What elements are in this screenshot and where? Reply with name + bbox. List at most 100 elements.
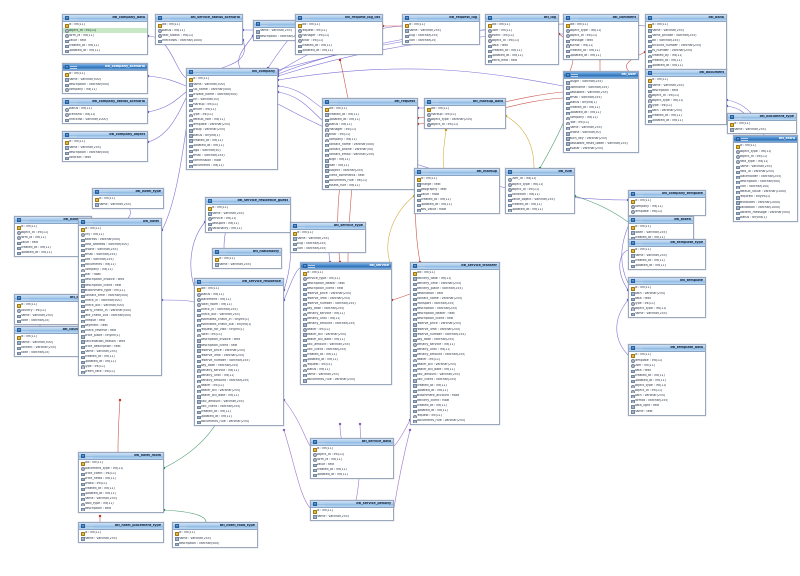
- drag-handle-icon[interactable]: [261, 22, 268, 26]
- drag-handle-icon[interactable]: [636, 346, 643, 350]
- table-field-row[interactable]: nationality : int(11): [206, 226, 290, 231]
- table-field-row[interactable]: id : int(11): [403, 23, 479, 28]
- table-field-row[interactable]: reserve_number : varchar(255): [301, 301, 391, 307]
- table-header[interactable]: btl_service_data: [311, 439, 393, 446]
- table-field-row[interactable]: updated_at : int(11): [79, 491, 163, 497]
- table-field-row[interactable]: documents : int(11): [187, 163, 277, 169]
- table-field-row[interactable]: updated_at : int(11): [629, 263, 705, 268]
- table-field-row[interactable]: description : varchar(500): [173, 541, 257, 546]
- table-field-row[interactable]: template : int(11): [629, 358, 705, 363]
- table-field-row[interactable]: password : varchar(255): [564, 90, 638, 95]
- table-field-row[interactable]: object_type : int(11): [564, 28, 638, 33]
- table-field-row[interactable]: name : varchar(255): [403, 28, 479, 33]
- table-field-row[interactable]: updated_at : int(11): [564, 110, 638, 116]
- table-field-row[interactable]: id : int(11): [646, 78, 726, 83]
- table-field-row[interactable]: description : varchar(500): [734, 179, 797, 185]
- table-field-row[interactable]: updated_at : int(11): [646, 118, 726, 124]
- table-field-row[interactable]: created_at : int(11): [411, 383, 499, 388]
- table-field-row[interactable]: created_at : int(11): [415, 197, 499, 202]
- table-field-row[interactable]: name_private : varchar(255): [646, 33, 726, 38]
- table-field-row[interactable]: id : int(11): [63, 72, 147, 77]
- table-field-row[interactable]: updated_at : int(11): [301, 357, 391, 363]
- table-header[interactable]: btl_hotel_data: [15, 217, 91, 224]
- table-field-row[interactable]: company : int(11): [629, 204, 705, 209]
- drag-handle-icon[interactable]: [410, 16, 417, 20]
- table-field-row[interactable]: passport : int(11): [206, 221, 290, 226]
- table-field-row[interactable]: created_at : int(11): [79, 486, 163, 492]
- table-field-row[interactable]: object_type : int(11): [629, 306, 705, 311]
- table-field-row[interactable]: type : int(11): [646, 103, 726, 109]
- table-header[interactable]: btl_service: [301, 263, 391, 270]
- table-field-row[interactable]: created_at : int(11): [323, 112, 417, 117]
- table-field-row[interactable]: late_check_out : varchar(500): [79, 313, 161, 319]
- table-field-row[interactable]: penalty_service : int(11): [411, 342, 499, 347]
- table-field-row[interactable]: pid : int(11): [79, 461, 163, 466]
- table-header[interactable]: btl_service_type: [291, 223, 365, 230]
- table-field-row[interactable]: checklist : varchar(1000): [63, 117, 147, 122]
- table-field-row[interactable]: description : varchar(500): [63, 150, 147, 155]
- table-field-row[interactable]: updated_at : int(11): [646, 63, 726, 69]
- table-header[interactable]: btl_city: [15, 295, 85, 302]
- table-field-row[interactable]: description_dealer : text: [411, 311, 499, 317]
- table-field-row[interactable]: name : varchar(255): [213, 262, 281, 267]
- drag-handle-icon[interactable]: [303, 16, 310, 20]
- table-field-row[interactable]: delivery_date : int(11): [411, 276, 499, 281]
- table-field-row[interactable]: next_status : int(11): [156, 33, 242, 38]
- table-field-row[interactable]: field_id : varchar(255): [734, 169, 797, 175]
- table-field-row[interactable]: documents_rule : varchar(255): [195, 419, 283, 425]
- table-field-row[interactable]: updated_at : int(11): [506, 207, 574, 213]
- table-field-row[interactable]: created_at : int(11): [296, 43, 382, 48]
- table-field-row[interactable]: logo : varchar(50): [187, 148, 277, 153]
- table-field-row[interactable]: id : int(11): [213, 257, 281, 262]
- table-field-row[interactable]: auth_key : varchar(255): [564, 136, 638, 141]
- table-field-row[interactable]: description_client : text: [411, 316, 499, 322]
- table-field-row[interactable]: description_client : text: [79, 283, 161, 288]
- table-field-row[interactable]: id : int(11): [187, 77, 277, 82]
- table-header[interactable]: btl_token: [629, 217, 693, 224]
- table-field-row[interactable]: created_at : int(11): [629, 373, 705, 378]
- table-field-row[interactable]: check_out : varchar(255): [195, 312, 283, 318]
- table-field-row[interactable]: company : int(11): [323, 137, 417, 143]
- table-field-row[interactable]: message : text: [564, 38, 638, 43]
- table-field-row[interactable]: delivery_place : varchar(255): [411, 286, 499, 291]
- table-header[interactable]: btl_document_type: [728, 114, 796, 121]
- table-field-row[interactable]: pattern_message : varchar(500): [734, 210, 797, 215]
- table-field-row[interactable]: icon : varchar(255): [291, 246, 365, 251]
- drag-handle-icon[interactable]: [318, 440, 325, 444]
- table-field-row[interactable]: template : int(11): [629, 209, 705, 214]
- table-field-row[interactable]: object_type : varchar(255): [425, 117, 505, 122]
- table-field-row[interactable]: pid : int(11): [411, 271, 499, 276]
- table-header[interactable]: btl_company: [187, 69, 277, 76]
- drag-handle-icon[interactable]: [180, 524, 187, 528]
- table-field-row[interactable]: path : varchar(255): [629, 291, 705, 296]
- table-field-row[interactable]: id : int(11): [629, 353, 705, 358]
- table-header[interactable]: btl_service_residence_guest: [206, 198, 290, 205]
- drag-handle-icon[interactable]: [213, 199, 220, 203]
- table-field-row[interactable]: field_type : int(11): [734, 159, 797, 164]
- drag-handle-icon[interactable]: [636, 279, 643, 283]
- table-field-row[interactable]: delivery_client : float: [411, 398, 499, 403]
- table-field-row[interactable]: calc_client : varchar(255): [301, 347, 391, 352]
- table-field-row[interactable]: service : int(11): [206, 216, 290, 221]
- table-field-row[interactable]: id : int(11): [63, 140, 147, 145]
- table-field-row[interactable]: type : int(11): [629, 301, 705, 306]
- table-field-row[interactable]: avatar : varchar(255): [564, 146, 638, 151]
- table-field-row[interactable]: city : int(11): [79, 232, 161, 237]
- table-field-row[interactable]: id : int(11): [79, 531, 163, 536]
- table-field-row[interactable]: type : int(11): [79, 364, 161, 370]
- table-field-row[interactable]: dealer : int(11): [411, 357, 499, 363]
- drag-handle-icon[interactable]: [493, 16, 500, 20]
- table-field-row[interactable]: form_id : int(11): [15, 235, 91, 240]
